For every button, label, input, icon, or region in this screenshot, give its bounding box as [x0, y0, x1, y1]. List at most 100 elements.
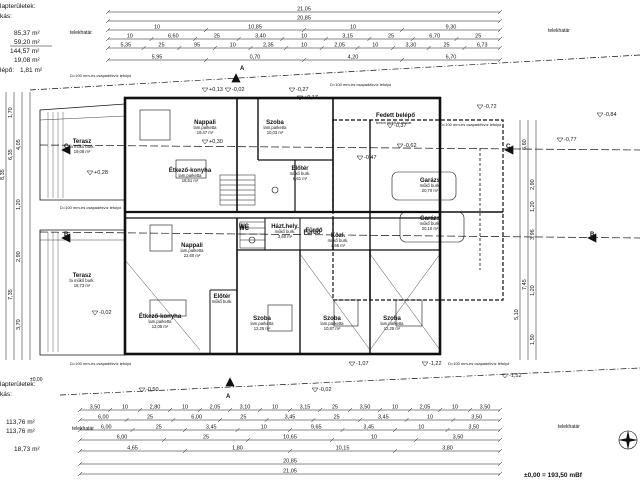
room-name-5: WC	[239, 226, 250, 232]
room-name-2: Terasz	[73, 139, 92, 145]
property-boundary-labels: telekhatár telekhatár telekhatár telekha…	[70, 28, 580, 432]
dim-top-tick-3-6	[367, 36, 372, 42]
level-marker-0	[201, 87, 209, 93]
room-name-14: Közl.	[331, 233, 346, 239]
level-marker-10	[596, 112, 604, 118]
dim-top-tick-1-0	[105, 18, 111, 24]
dim-bottom-label-0-9: 3,50	[360, 405, 371, 411]
dim-left-7: 2,90	[16, 251, 22, 262]
dim-bottom-label-0-13: 3,50	[480, 405, 491, 411]
dim-top-label-5-3: 6,70	[446, 55, 457, 61]
dim-bottom-tick-5-0	[77, 461, 83, 467]
bed-1	[267, 304, 293, 332]
dim-left-2: 6,35	[8, 149, 14, 160]
dim-top-label-3-0: 10	[127, 34, 133, 40]
section-a-label-top: A	[240, 66, 245, 72]
dim-top-tick-3-3	[236, 36, 241, 42]
room-sub-18: lam.parketta	[320, 321, 344, 326]
dim-bottom-label-2-5: 3,45	[363, 425, 374, 431]
dim-bottom-label-1-0: 6,00	[98, 415, 109, 421]
dim-bottom-label-0-11: 2,05	[420, 405, 431, 411]
room-14: Közl.műkő burk.4,65 m²	[328, 233, 349, 248]
level-label-14: -1,52	[509, 373, 522, 379]
legend-top-caption: kás:	[0, 13, 12, 20]
dim-top-tick-2-3	[399, 27, 405, 33]
room-area-12: 3,60 m²	[278, 234, 293, 239]
dim-bottom-tick-1-0	[77, 417, 83, 423]
level-label-0: +0,13	[209, 87, 223, 93]
room-sub-16: műkő burk.	[212, 299, 233, 304]
legend-bottom-title: lapterületek:	[0, 381, 36, 388]
dim-left-1: 1,70	[8, 107, 14, 118]
dim-bottom-label-0-2: 2,80	[150, 405, 161, 411]
dim-top-tick-5-0	[105, 57, 111, 63]
dim-bottom-tick-4-2	[287, 448, 293, 454]
dim-bottom-label-2-4: 9,65	[311, 425, 322, 431]
dim-left-6: 1,20	[16, 199, 22, 210]
dim-top-label-5-2: 4,20	[348, 55, 359, 61]
dim-top-tick-4-7	[355, 45, 360, 51]
room-name-17: Szoba	[253, 316, 271, 322]
dim-top-label-4-7: 10	[372, 43, 378, 49]
dim-bottom-tick-0-7	[287, 407, 293, 413]
dim-bottom-label-0-7: 3,15	[300, 405, 311, 411]
level-label-7: -0,62	[404, 143, 417, 149]
dim-top-label-3-2: 25	[214, 34, 220, 40]
dim-bottom-tick-3-2	[245, 437, 251, 443]
level-label-6: -0,02	[319, 387, 332, 393]
dim-top-label-3-6: 25	[388, 34, 394, 40]
level-marker-4	[91, 310, 99, 316]
section-c-arrow-right	[504, 145, 514, 155]
room-sub-15: lam.parketta	[148, 319, 172, 324]
level-label-9: -0,72	[484, 104, 497, 110]
dim-top-label-2-1: 10,85	[248, 25, 262, 31]
dim-bottom-tick-4-1	[182, 448, 188, 454]
room-5: WC	[239, 226, 250, 232]
dim-top-tick-4-4	[248, 45, 253, 51]
dim-bottom-tick-1-4	[264, 417, 269, 423]
dim-bottom-tick-1-9	[497, 417, 503, 423]
room-sub-1: lam.parketta	[263, 125, 287, 130]
legend-top-title: lapterületek:	[0, 3, 36, 10]
dim-right-3: 1,20	[530, 201, 536, 212]
dim-bottom-label-1-3: 25	[240, 415, 246, 421]
dim-top-label-2-3: 9,30	[446, 25, 457, 31]
level-label-15: -0,27	[296, 87, 309, 93]
dim-bottom-tick-1-6	[357, 417, 363, 423]
dim-top-label-3-3: 3,40	[255, 34, 266, 40]
dim-top-tick-5-4	[497, 57, 503, 63]
level-marker-7	[396, 143, 404, 149]
room-sub-4: műkő burk.	[290, 171, 311, 176]
property-boundary-lines	[29, 54, 640, 396]
north-arrow-icon	[618, 430, 638, 450]
level-label-17: -0,37	[394, 123, 407, 129]
dim-bottom-tick-0-11	[407, 407, 413, 413]
dim-bottom-label-0-0: 3,50	[90, 405, 101, 411]
dim-top-tick-3-1	[149, 36, 154, 42]
dim-bottom-tick-0-4	[197, 407, 203, 413]
room-area-0: 19,47 m²	[197, 130, 214, 135]
area-legend-bottom: lapterületek: kás: 113,76 m² 113,76 m² 1…	[0, 381, 40, 453]
dim-bottom-label-2-1: 25	[156, 425, 162, 431]
section-a-arrow-bottom	[225, 377, 235, 387]
dining-table-bottom	[149, 299, 187, 317]
sofa-bottom	[149, 224, 173, 252]
dim-top-tick-4-0	[105, 45, 111, 51]
room-name-19: Szoba	[383, 316, 401, 322]
room-sub-17: lam.parketta	[250, 321, 274, 326]
dim-top-label-2-0: 10	[154, 25, 160, 31]
dim-bottom-tick-0-14	[497, 407, 503, 413]
dim-top-label-0-0: 21,05	[297, 7, 311, 13]
room-sub-9: lam.parketta	[180, 248, 204, 253]
dim-bottom-tick-1-8	[451, 417, 456, 423]
level-marker-2	[201, 139, 209, 145]
fedett-belepo-sub: beton térkő burkolat	[376, 120, 412, 125]
room-area-3: 18,51 m²	[182, 178, 199, 183]
level-label-12: -1,07	[356, 361, 369, 367]
area-legend-top: lapterületek: kás: 85,37 m² 59,20 m² 144…	[0, 3, 52, 74]
